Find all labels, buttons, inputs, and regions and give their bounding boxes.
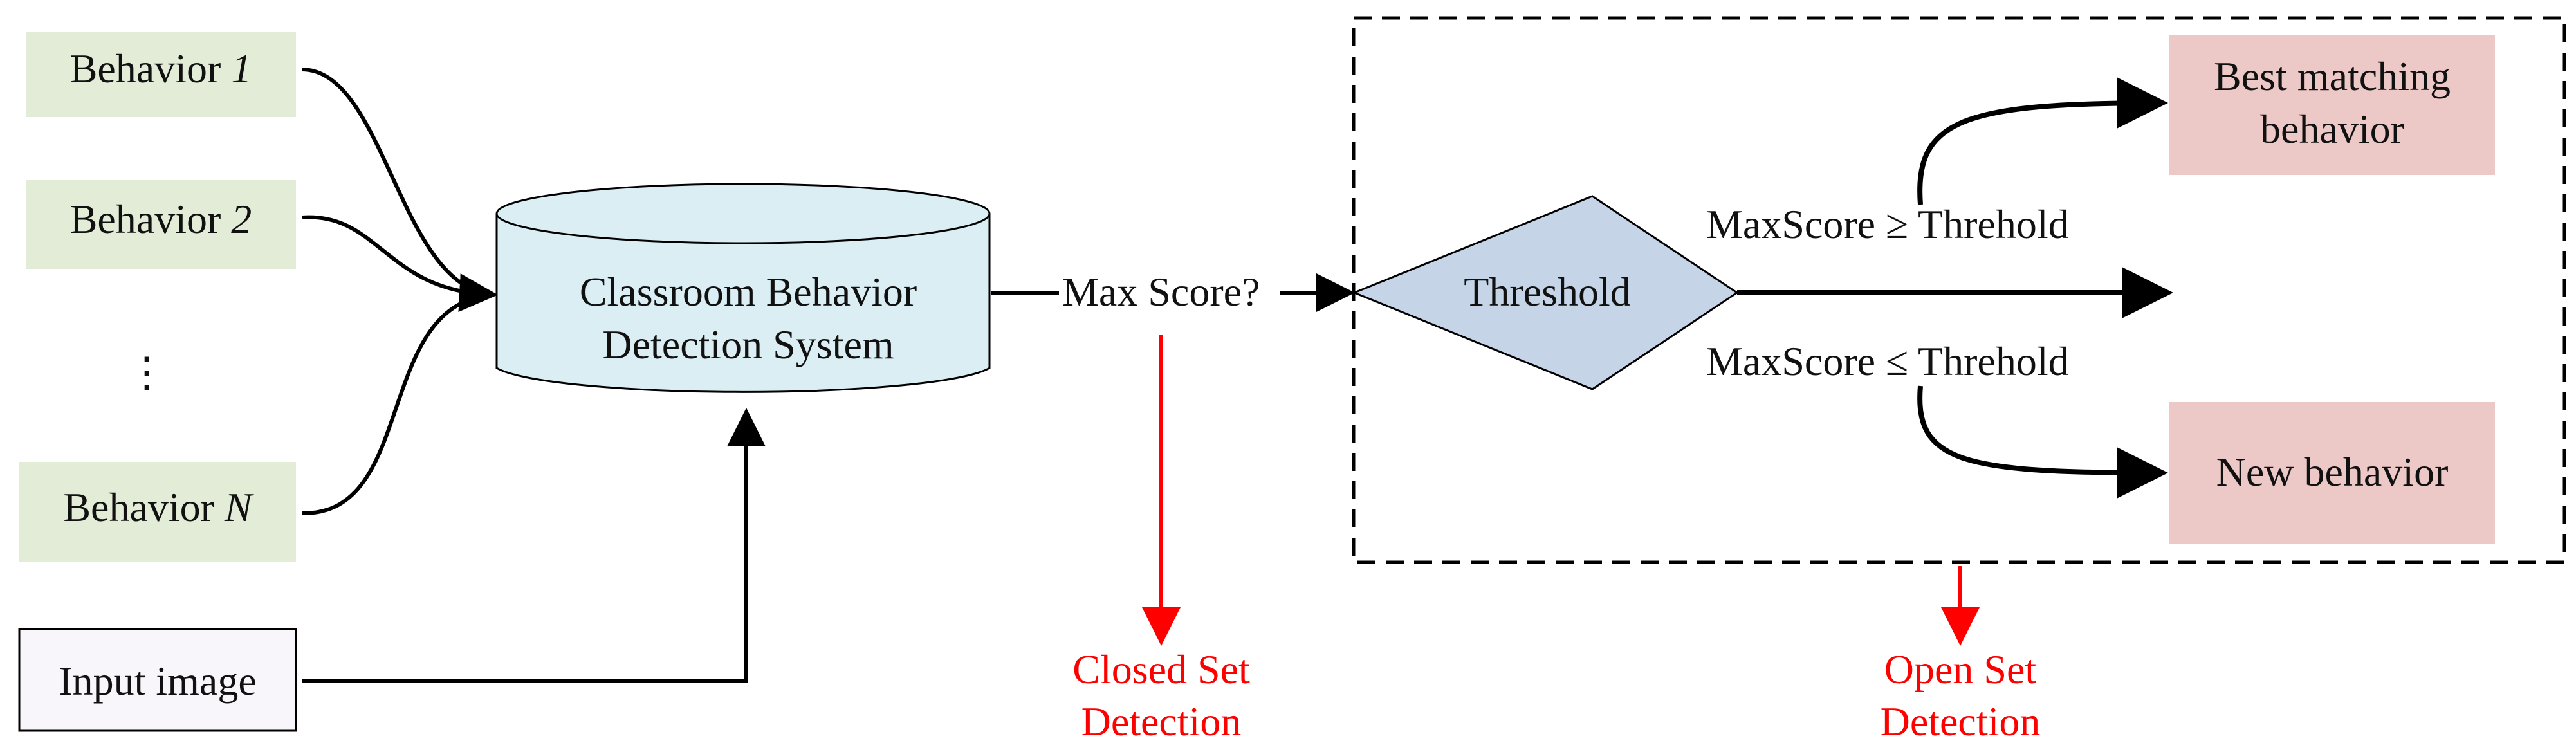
system-label-line1: Classroom Behavior <box>580 269 917 315</box>
open-set-label-line2: Detection <box>1881 699 2041 744</box>
cylinder-body <box>495 214 991 393</box>
closed-set-label-line1: Closed Set <box>1072 647 1250 692</box>
new-behavior-box-bg <box>2169 402 2495 544</box>
condition-upper-label: MaxScore ≥ Threhold <box>1706 201 2069 247</box>
system-label-line2: Detection System <box>602 322 894 367</box>
behavior-label-2: Behavior 2 <box>70 196 252 242</box>
behavior-box-n: Behavior N <box>19 462 296 562</box>
behavior-box-2: Behavior 2 <box>26 180 296 269</box>
closed-set-label-line2: Detection <box>1081 699 1242 744</box>
behavior-box-1-bg <box>26 32 296 117</box>
open-set-container <box>1352 16 2566 564</box>
cylinder-top <box>495 183 991 244</box>
input-image-box-bg <box>18 628 297 732</box>
connector-to-new-behavior <box>1917 385 2168 499</box>
behavior-label-n: Behavior N <box>63 484 254 530</box>
connector-behavior-n <box>302 293 495 516</box>
best-matching-label-line1: Best matching <box>2214 53 2451 99</box>
connector-input-image <box>302 408 766 683</box>
detection-system-cylinder: Classroom Behavior Detection System <box>495 183 991 393</box>
best-matching-box: Best matching behavior <box>2169 35 2495 175</box>
behavior-box-2-bg <box>26 180 296 269</box>
behavior-label-1: Behavior 1 <box>70 46 252 91</box>
connector-to-best-match <box>1917 77 2168 205</box>
connector-behavior-2 <box>302 215 495 297</box>
open-set-label-line1: Open Set <box>1884 647 2037 692</box>
best-matching-label-line2: behavior <box>2260 106 2404 152</box>
input-image-label: Input image <box>59 658 256 704</box>
behavior-ellipsis: ⋮ <box>126 349 167 395</box>
new-behavior-label: New behavior <box>2216 449 2449 495</box>
connector-behavior-1 <box>302 68 498 312</box>
max-score-label: Max Score? <box>1062 269 1260 315</box>
input-image-box: Input image <box>18 628 297 732</box>
best-matching-box-bg <box>2169 35 2495 175</box>
threshold-diamond: Threshold <box>1352 195 1739 390</box>
threshold-label: Threshold <box>1464 269 1631 315</box>
behavior-box-n-bg <box>19 462 296 562</box>
new-behavior-box: New behavior <box>2169 402 2495 544</box>
condition-lower-label: MaxScore ≤ Threhold <box>1706 338 2069 384</box>
behavior-connectors <box>302 68 498 516</box>
behavior-box-1: Behavior 1 <box>26 32 296 117</box>
